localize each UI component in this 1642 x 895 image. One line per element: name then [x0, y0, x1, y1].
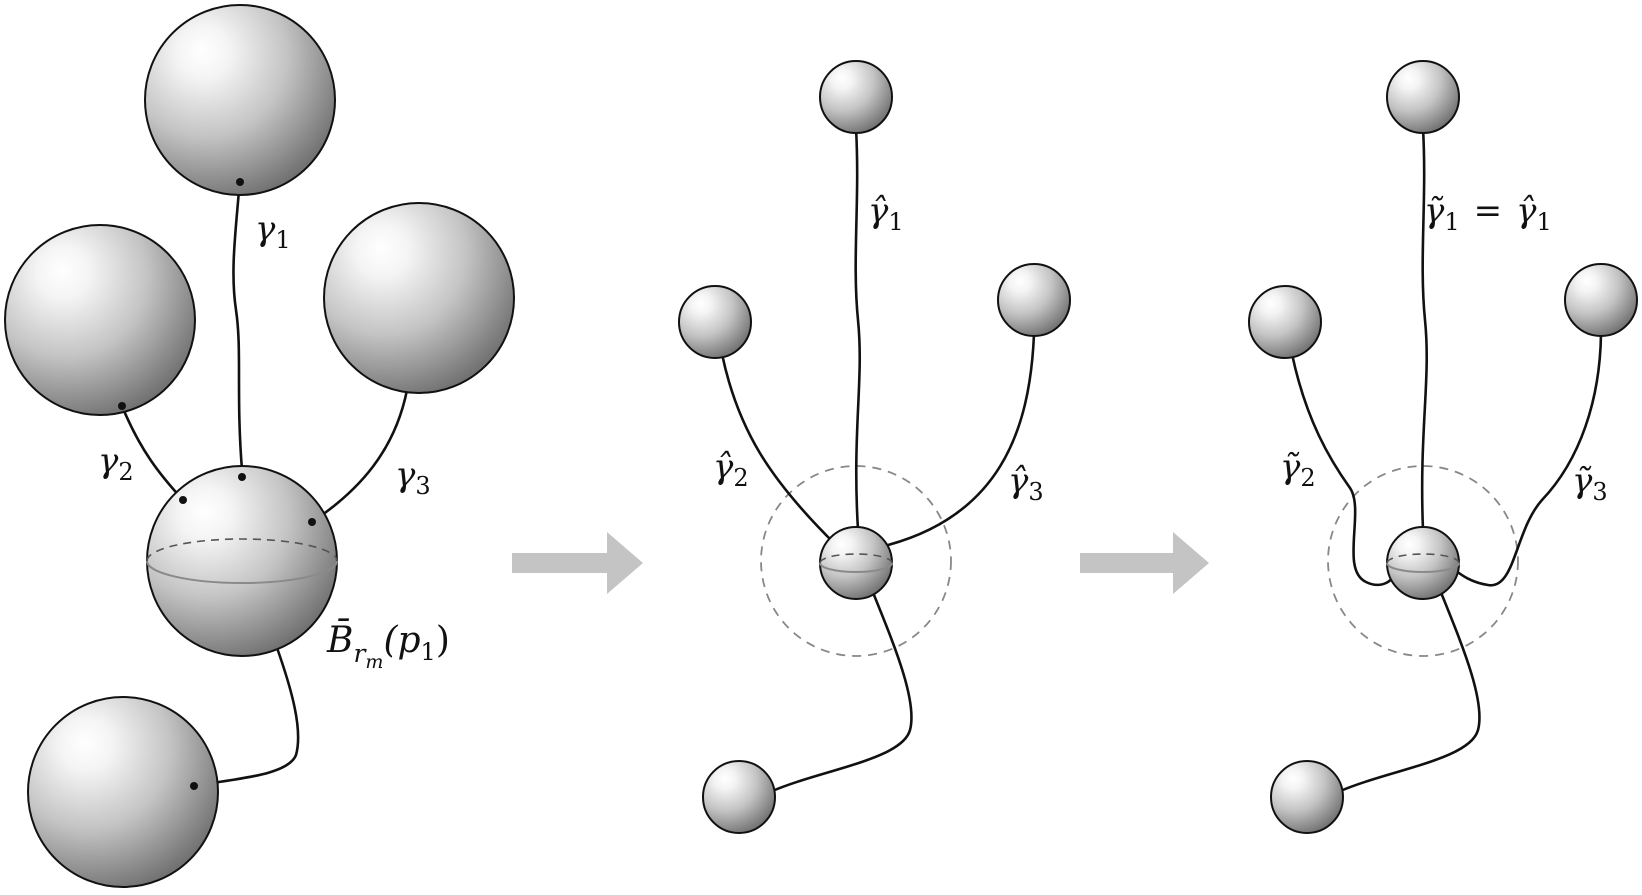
endpoint-dot: [190, 782, 198, 790]
dashed-neighborhood: [1327, 465, 1519, 657]
equator-front: [819, 562, 893, 573]
arrow-right-icon: [512, 532, 643, 594]
label-gamma3-hat: γ̂3: [1008, 461, 1044, 506]
curve-gamma2-tilde: [1290, 352, 1398, 587]
endpoint-dot: [238, 473, 246, 481]
label-gamma3-tilde: γ̃3: [1572, 461, 1608, 506]
panel-2: γ̂1 γ̂2 γ̂3: [678, 60, 1071, 834]
endpoint-dot: [236, 178, 244, 186]
label-gamma2-hat: γ̂2: [713, 447, 749, 492]
dashed-neighborhood: [760, 465, 952, 657]
curve-gamma3-tilde: [1450, 332, 1603, 587]
label-gamma2-tilde: γ̃2: [1280, 447, 1316, 492]
equator-back: [1386, 553, 1460, 564]
label-gamma2: γ2: [98, 441, 134, 486]
label-gamma1-tilde: γ̃1=γ̂1: [1424, 191, 1552, 236]
sphere-top: [144, 4, 336, 196]
sphere-left: [4, 224, 196, 416]
curve-gamma1-hat: [854, 126, 862, 532]
sphere-bottom: [1270, 760, 1344, 834]
equator-back: [819, 553, 893, 564]
label-gamma1: γ1: [255, 209, 291, 254]
curve-gamma3: [310, 388, 409, 524]
sphere-bottom: [27, 696, 219, 888]
sphere-bottom: [702, 760, 776, 834]
label-gamma1-hat: γ̂1: [868, 191, 904, 236]
panel-3: γ̃1=γ̂1 γ̃2 γ̃3: [1248, 60, 1638, 834]
curve-gamma2-hat: [720, 352, 838, 547]
sphere-center: [146, 465, 338, 657]
panel-1: γ1 γ2 γ3 B̄rm(p1): [4, 4, 515, 888]
endpoint-dot: [308, 518, 316, 526]
sphere-center: [819, 526, 893, 600]
sphere-top: [819, 60, 893, 134]
sphere-center: [1386, 526, 1460, 600]
sphere-right: [997, 263, 1071, 337]
equator-front: [1386, 562, 1460, 573]
sphere-left: [1248, 285, 1322, 359]
sphere-right: [1564, 263, 1638, 337]
label-gamma3: γ3: [395, 455, 431, 500]
curve-bottom-hat: [768, 588, 913, 794]
sphere-top: [1386, 60, 1460, 134]
curve-gamma1-tilde: [1420, 126, 1429, 532]
curve-bottom: [192, 643, 300, 788]
curve-gamma1: [232, 176, 244, 472]
endpoint-dot: [118, 402, 126, 410]
equator-front: [146, 560, 338, 584]
label-ball: B̄rm(p1): [326, 618, 450, 673]
endpoint-dot: [179, 496, 187, 504]
curve-bottom-tilde: [1336, 588, 1481, 794]
curve-gamma3-hat: [874, 332, 1036, 550]
sphere-left: [678, 285, 752, 359]
arrow-right-icon: [1080, 532, 1209, 594]
sphere-right: [323, 202, 515, 394]
equator-back: [146, 538, 338, 562]
